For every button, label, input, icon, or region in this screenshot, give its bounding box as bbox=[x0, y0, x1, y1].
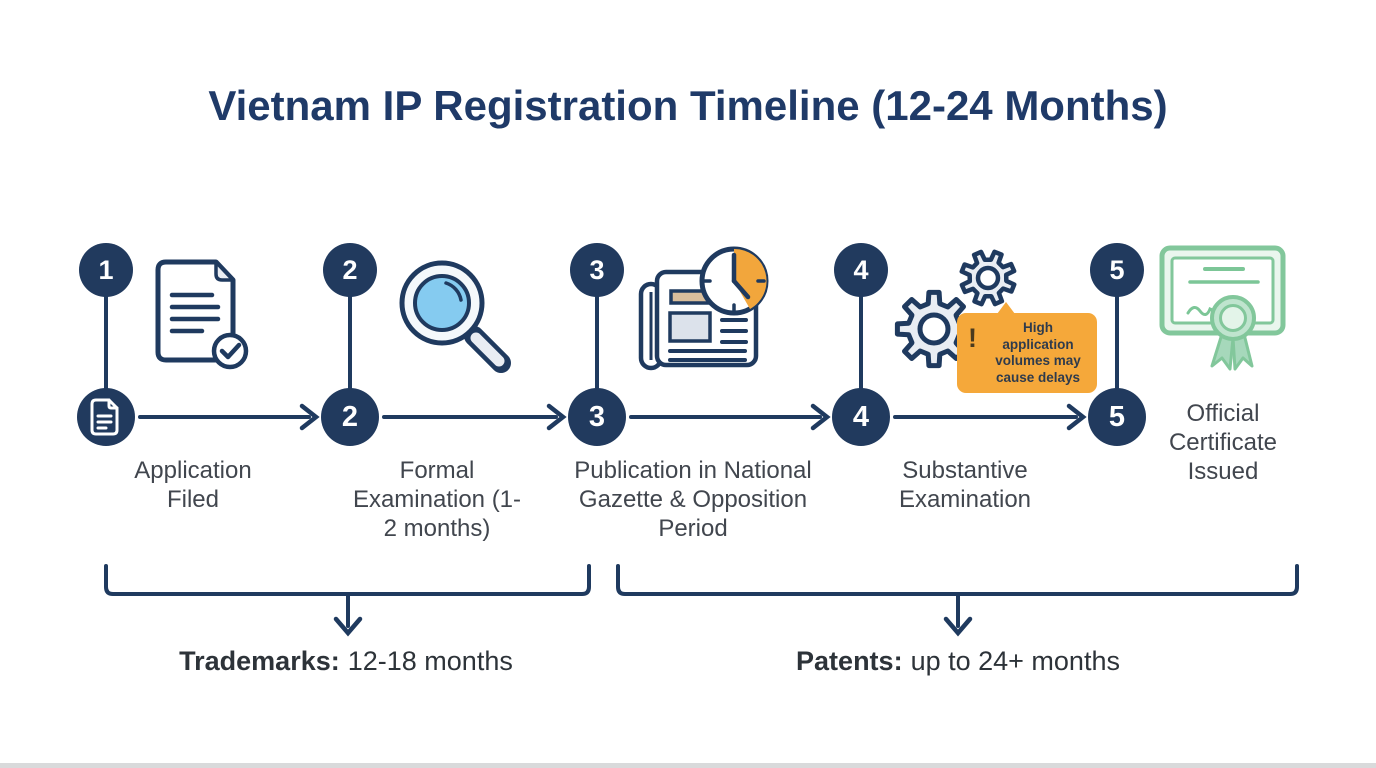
arrow-1-2 bbox=[138, 403, 320, 431]
newspaper-clock-icon bbox=[638, 246, 769, 371]
arrow-2-3 bbox=[382, 403, 567, 431]
patents-bracket bbox=[616, 564, 1299, 596]
trademarks-summary-label: Trademarks: bbox=[179, 646, 340, 676]
step-4-node: 4 bbox=[832, 388, 890, 446]
patents-summary: Patents:up to 24+ months bbox=[708, 646, 1208, 677]
step-2-top-badge: 2 bbox=[323, 243, 377, 297]
trademarks-bracket bbox=[104, 564, 591, 596]
magnifier-icon bbox=[399, 260, 511, 373]
page-title: Vietnam IP Registration Timeline (12-24 … bbox=[208, 82, 1168, 129]
step-4-label: Substantive Examination bbox=[898, 457, 1032, 513]
patents-summary-value: up to 24+ months bbox=[910, 646, 1120, 676]
step-1-top-badge: 1 bbox=[79, 243, 133, 297]
delay-callout-text: High application volumes may cause delay… bbox=[995, 320, 1081, 385]
document-check-icon bbox=[155, 259, 249, 370]
step-3-node: 3 bbox=[568, 388, 626, 446]
step-2-label: Formal Examination (1-2 months) bbox=[352, 457, 522, 542]
step-1-node bbox=[77, 388, 135, 446]
arrow-4-5 bbox=[893, 403, 1087, 431]
step-1-label: Application Filed bbox=[134, 457, 252, 513]
step-5-top-badge: 5 bbox=[1090, 243, 1144, 297]
step-3-label: Publication in National Gazette & Opposi… bbox=[574, 457, 812, 542]
patents-down-arrow bbox=[943, 594, 973, 637]
step-3-top-badge: 3 bbox=[570, 243, 624, 297]
exclamation-icon: ! bbox=[968, 323, 977, 353]
trademarks-summary-value: 12-18 months bbox=[347, 646, 513, 676]
step-5-node: 5 bbox=[1088, 388, 1146, 446]
step-2-node: 2 bbox=[321, 388, 379, 446]
step-4-top-badge: 4 bbox=[834, 243, 888, 297]
trademarks-summary: Trademarks:12-18 months bbox=[146, 646, 546, 677]
step-5-label: Official Certificate Issued bbox=[1168, 400, 1278, 485]
arrow-3-4 bbox=[629, 403, 831, 431]
certificate-icon bbox=[1159, 245, 1286, 371]
delay-callout: ! High application volumes may cause del… bbox=[957, 302, 1097, 393]
document-icon bbox=[90, 398, 119, 436]
trademarks-down-arrow bbox=[333, 594, 363, 637]
patents-summary-label: Patents: bbox=[796, 646, 903, 676]
